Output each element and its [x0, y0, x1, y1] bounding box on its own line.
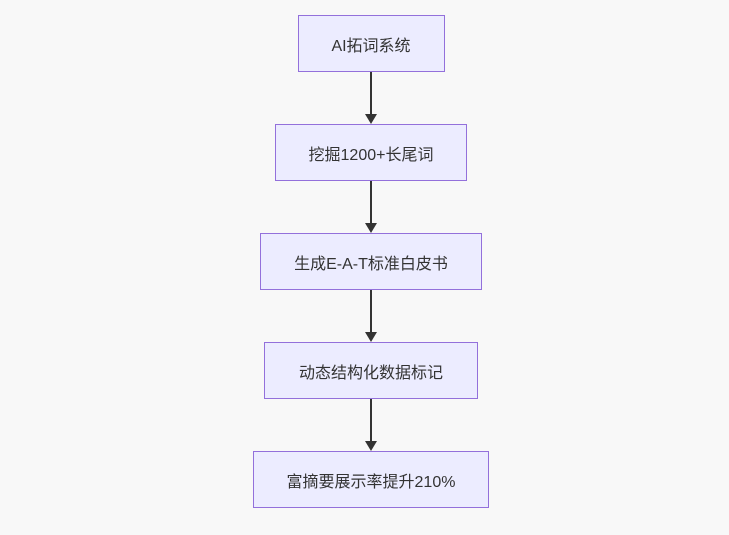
arrowhead-down-icon: [365, 332, 377, 342]
arrowhead-down-icon: [365, 441, 377, 451]
arrow-line: [370, 72, 372, 115]
arrow-line: [370, 399, 372, 442]
flowchart-node-step-5: 富摘要展示率提升210%: [253, 451, 489, 508]
arrow-line: [370, 181, 372, 224]
arrow-connector-1: [365, 72, 377, 124]
arrow-connector-2: [365, 181, 377, 233]
arrow-connector-4: [365, 399, 377, 451]
arrow-line: [370, 290, 372, 333]
flowchart: AI拓词系统 挖掘1200+长尾词 生成E-A-T标准白皮书 动态结构化数据标记…: [253, 15, 489, 508]
flowchart-node-step-3: 生成E-A-T标准白皮书: [260, 233, 482, 290]
flowchart-node-step-2: 挖掘1200+长尾词: [275, 124, 467, 181]
arrowhead-down-icon: [365, 223, 377, 233]
arrowhead-down-icon: [365, 114, 377, 124]
flowchart-node-step-1: AI拓词系统: [297, 15, 445, 72]
arrow-connector-3: [365, 290, 377, 342]
flowchart-node-step-4: 动态结构化数据标记: [264, 342, 478, 399]
